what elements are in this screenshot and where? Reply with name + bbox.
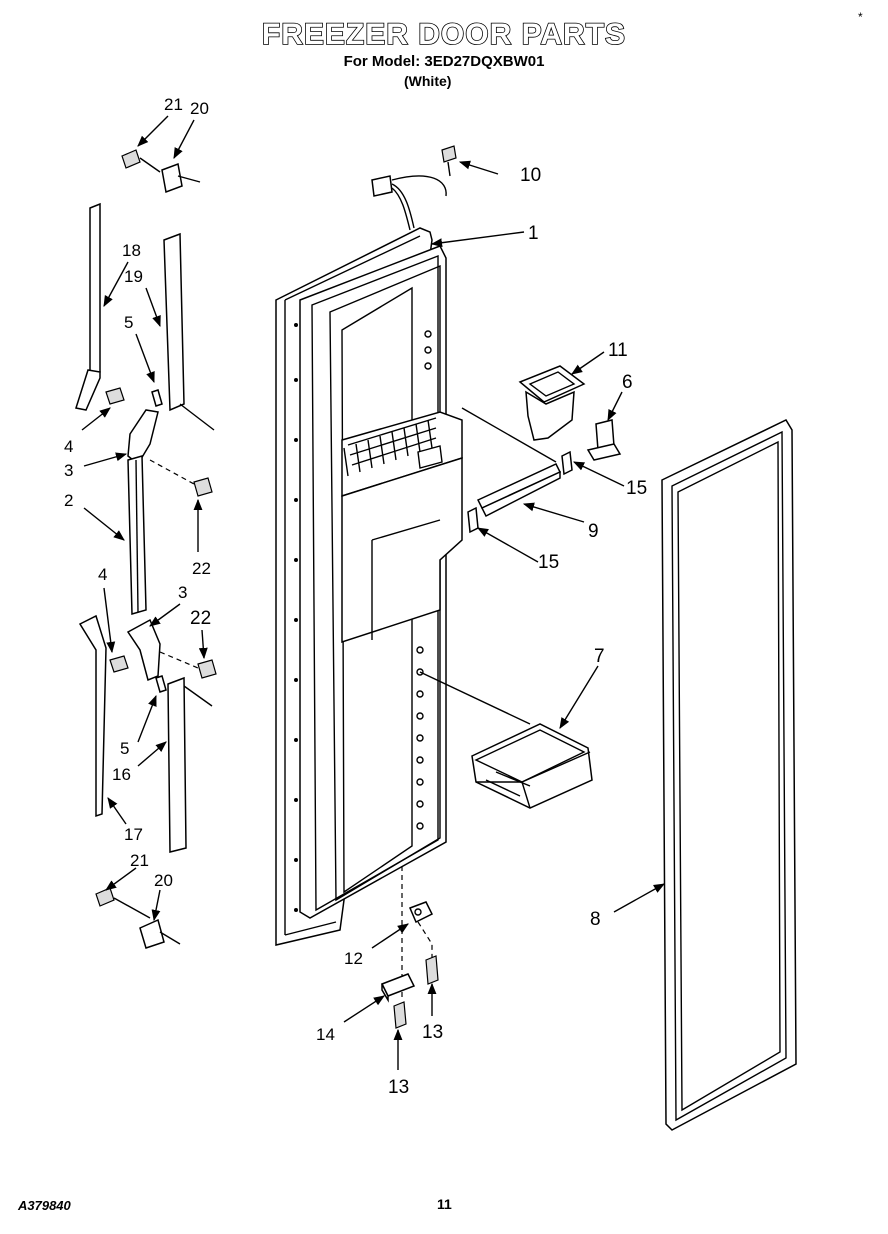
callout-13-lower: 13 — [388, 1077, 409, 1098]
callout-6: 6 — [622, 372, 633, 393]
callout-20-bottom: 20 — [154, 871, 173, 890]
door-shelf-holes — [416, 646, 424, 830]
bracket-part-6 — [586, 419, 622, 461]
door-shelf-part-7 — [419, 671, 593, 809]
callout-22-bottom: 22 — [190, 608, 211, 629]
callout-7: 7 — [594, 646, 605, 667]
ice-chute-funnel-part-11 — [518, 365, 586, 441]
callout-5-top: 5 — [124, 313, 133, 332]
callout-21-bottom: 21 — [130, 851, 149, 870]
callout-5-bottom: 5 — [120, 739, 129, 758]
callout-labels: 10 1 11 6 15 9 15 7 8 12 13 14 13 21 20 … — [64, 95, 647, 1098]
bottom-hinge-parts — [380, 866, 439, 1029]
model-line: For Model: 3ED27DQXBW01 — [343, 53, 545, 70]
page-number: 11 — [437, 1196, 452, 1212]
callout-3-top: 3 — [64, 461, 73, 480]
callout-4-top: 4 — [64, 437, 73, 456]
callout-1: 1 — [528, 223, 539, 244]
color-line: (White) — [404, 73, 452, 89]
door-gasket-part-8 — [661, 419, 797, 1131]
corner-mark: * — [858, 10, 863, 24]
document-number: A379840 — [18, 1198, 71, 1213]
screw-part-10 — [441, 145, 457, 177]
callout-15-upper: 15 — [626, 478, 647, 499]
callout-20-top: 20 — [190, 99, 209, 118]
callout-4-bottom: 4 — [98, 565, 107, 584]
rail-part-9 — [461, 407, 573, 534]
callout-10: 10 — [520, 165, 541, 186]
frame-holes — [294, 323, 298, 912]
callout-11: 11 — [608, 340, 628, 361]
callout-3-bottom: 3 — [178, 583, 187, 602]
callout-18: 18 — [122, 241, 141, 260]
callout-15-lower: 15 — [538, 552, 559, 573]
callout-22-top: 22 — [192, 559, 211, 578]
callout-9: 9 — [588, 521, 599, 542]
page-title: FREEZER DOOR PARTS — [261, 17, 627, 52]
callout-14: 14 — [316, 1025, 335, 1044]
dispenser-grille — [343, 419, 433, 477]
callout-8: 8 — [590, 909, 601, 930]
callout-19: 19 — [124, 267, 143, 286]
left-side-parts — [75, 149, 217, 949]
door-panel — [275, 175, 463, 946]
callout-21-top: 21 — [164, 95, 183, 114]
callout-12: 12 — [344, 949, 363, 968]
leader-lines — [81, 115, 665, 1070]
callout-17: 17 — [124, 825, 143, 844]
callout-16: 16 — [112, 765, 131, 784]
callout-13-upper: 13 — [422, 1022, 443, 1043]
callout-2: 2 — [64, 491, 73, 510]
